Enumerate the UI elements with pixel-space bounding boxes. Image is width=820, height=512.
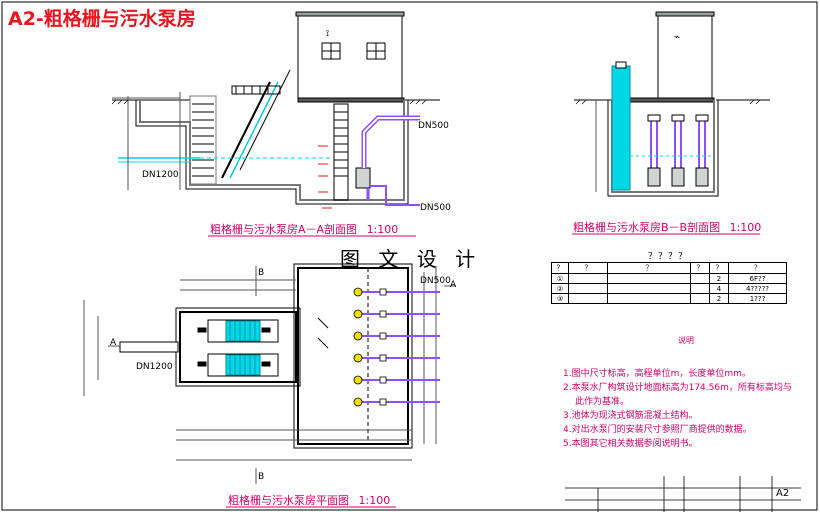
equipment-table-header: ？ ？ ？ ？ ？ ？	[551, 262, 787, 274]
caption-section-aa-scale: 1:100	[366, 223, 399, 236]
note-line: 此作为基准。	[575, 397, 630, 407]
label-outlet-dn500-top: DN500	[418, 121, 449, 131]
caption-section-aa-text: 粗格栅与污水泵房A－A剖面图	[210, 223, 358, 236]
caption-plan: 粗格栅与污水泵房平面图 1:100	[228, 492, 390, 508]
equipment-header-cell: ？	[568, 262, 608, 274]
section-mark-b-top: B	[258, 268, 265, 278]
caption-underlines	[208, 233, 760, 508]
bb-pump-1	[647, 167, 661, 187]
svg-text:⌁: ⌁	[674, 32, 680, 43]
plan-screen-1	[225, 320, 261, 342]
table-cell	[568, 273, 608, 284]
equipment-header-cell: ？	[728, 262, 787, 274]
label-inlet-dn1200-plan: DN1200	[136, 362, 173, 372]
table-cell: 2	[709, 293, 729, 304]
table-row: ① 2 6F??	[551, 273, 787, 284]
table-cell: 4	[709, 283, 729, 294]
table-cell	[690, 273, 710, 284]
equipment-header-cell: ？	[690, 262, 710, 274]
title-block-grid	[565, 476, 801, 512]
ground-hatch-aa	[111, 99, 427, 105]
plan-outlet-pipes	[360, 291, 440, 403]
table-cell: 1???	[728, 293, 787, 304]
note-line: 4.对出水泵门的安装尺寸参照厂商提供的数据。	[563, 425, 752, 435]
equipment-header-cell: ？	[607, 262, 691, 274]
label-outlet-dn500-plan: DN500	[420, 276, 451, 286]
table-cell: 2	[709, 273, 729, 284]
note-line: 1.图中尺寸标高，高程单位m，长度单位mm。	[563, 369, 751, 379]
note-line: 3.池体为现浇式钢筋混凝土结构。	[563, 411, 698, 421]
equipment-table: ？ ？ ？ ？ ？ ？ ① 2 6F?? ② 4 4????? ③ 2 1???	[551, 262, 787, 304]
drawing-number: A2	[776, 488, 790, 499]
table-cell	[568, 293, 608, 304]
equipment-header-cell: ？	[551, 262, 569, 274]
label-inlet-dn1200-section: DN1200	[142, 170, 179, 180]
label-outlet-dn500-mid: DN500	[420, 203, 451, 213]
section-mark-b-bottom: B	[258, 472, 265, 482]
table-cell: ②	[551, 283, 569, 294]
caption-plan-scale: 1:100	[358, 494, 391, 507]
table-cell: 4?????	[728, 283, 787, 294]
section-mark-a-left: A	[110, 338, 117, 348]
table-cell: 6F??	[728, 273, 787, 284]
caption-section-bb-scale: 1:100	[729, 221, 762, 234]
bb-screen-channel	[611, 65, 631, 191]
section-aa-drawing: ⟟	[112, 11, 440, 209]
equipment-table-title: ？？？？	[648, 252, 689, 262]
table-cell	[690, 283, 710, 294]
section-bb-drawing: ⌁	[574, 11, 770, 197]
ground-hatch-bb	[575, 99, 761, 105]
watermark: 图 文 设 计	[340, 247, 482, 271]
table-cell: ③	[551, 293, 569, 304]
table-cell	[568, 283, 608, 294]
plan-drawing	[83, 263, 456, 484]
note-line: 2.本泵水厂构筑设计地面标高为174.56m，所有标高均与	[563, 383, 792, 393]
svg-text:⟟: ⟟	[326, 29, 329, 39]
caption-section-bb: 粗格栅与污水泵房B－B剖面图 1:100	[573, 219, 761, 235]
table-cell	[607, 273, 691, 284]
table-cell: ①	[551, 273, 569, 284]
plan-screen-2	[225, 354, 261, 376]
caption-section-bb-text: 粗格栅与污水泵房B－B剖面图	[573, 221, 721, 234]
pump-house-wall	[297, 11, 403, 101]
note-line: 5.本图其它相关数据参阅说明书。	[563, 439, 698, 449]
plan-pumps	[353, 287, 363, 407]
table-cell	[690, 293, 710, 304]
table-cell	[607, 283, 691, 294]
table-row: ③ 2 1???	[551, 293, 787, 304]
table-cell	[607, 293, 691, 304]
section-mark-a-right: A	[450, 280, 457, 290]
notes-title: 说明	[678, 336, 694, 345]
pump-body-aa	[355, 167, 371, 189]
bb-superstructure	[657, 11, 713, 101]
table-row: ② 4 4?????	[551, 283, 787, 294]
caption-section-aa: 粗格栅与污水泵房A－A剖面图 1:100	[210, 221, 398, 237]
equipment-header-cell: ？	[709, 262, 729, 274]
bb-pump-2	[671, 167, 685, 187]
bb-pump-3	[695, 167, 709, 187]
sheet-title: A2-粗格栅与污水泵房	[8, 8, 196, 30]
caption-plan-text: 粗格栅与污水泵房平面图	[228, 494, 349, 507]
